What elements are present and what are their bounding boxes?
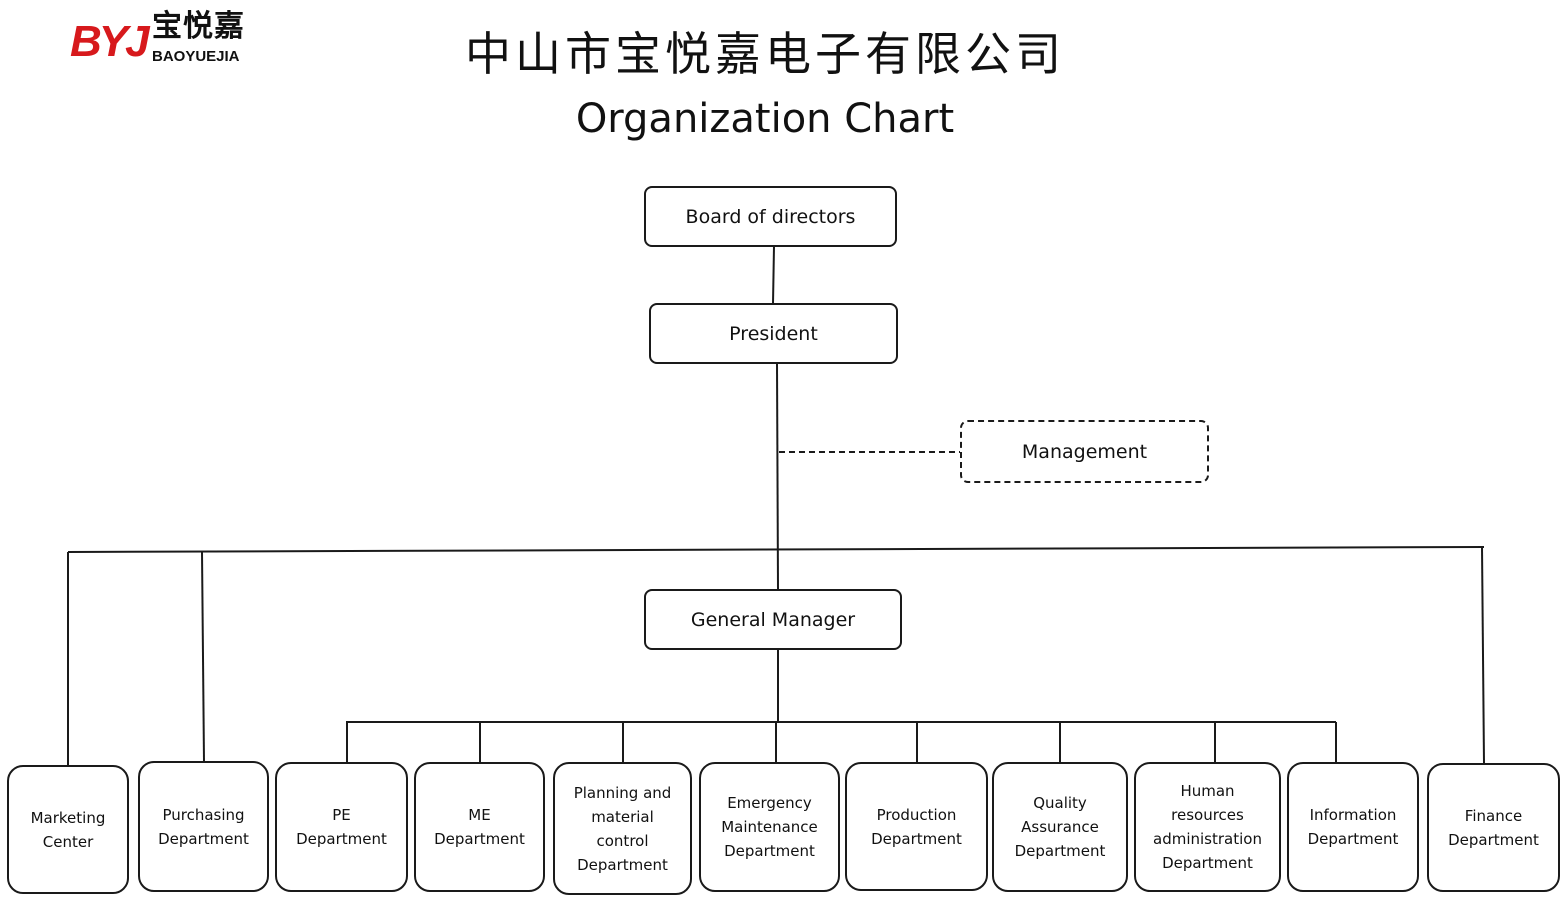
connector-top-bus — [67, 546, 1485, 553]
purchasing-department-box: Purchasing Department — [138, 761, 269, 892]
pe-department-box: PE Department — [275, 762, 408, 892]
emergency-maintenance-department-box: Emergency Maintenance Department — [699, 762, 840, 892]
company-name-title: 中山市宝悦嘉电子有限公司 — [465, 27, 1065, 81]
planning-material-control-department-box: Planning and material control Department — [553, 762, 692, 895]
president-box: President — [649, 303, 898, 364]
finance-department-box: Finance Department — [1427, 763, 1560, 892]
connector-finance — [1481, 546, 1485, 765]
connector-board-president — [772, 245, 775, 305]
general-manager-box: General Manager — [644, 589, 902, 650]
logo-english-name: BAOYUEJIA — [152, 48, 240, 65]
me-department-box: ME Department — [414, 762, 545, 892]
management-box: Management — [960, 420, 1209, 483]
chart-title: Organization Chart — [575, 96, 955, 142]
quality-assurance-department-box: Quality Assurance Department — [992, 762, 1128, 892]
board-of-directors-box: Board of directors — [644, 186, 897, 247]
connector-purchasing — [201, 551, 205, 763]
logo-chinese-name: 宝悦嘉 — [152, 9, 245, 44]
company-logo: BYJ 宝悦嘉 BAOYUEJIA — [70, 8, 250, 68]
production-department-box: Production Department — [845, 762, 988, 891]
marketing-center-box: Marketing Center — [7, 765, 129, 894]
information-department-box: Information Department — [1287, 762, 1419, 892]
connector-president-gm — [776, 362, 779, 591]
logo-mark: BYJ — [70, 17, 150, 66]
human-resources-administration-department-box: Human resources administration Departmen… — [1134, 762, 1281, 892]
